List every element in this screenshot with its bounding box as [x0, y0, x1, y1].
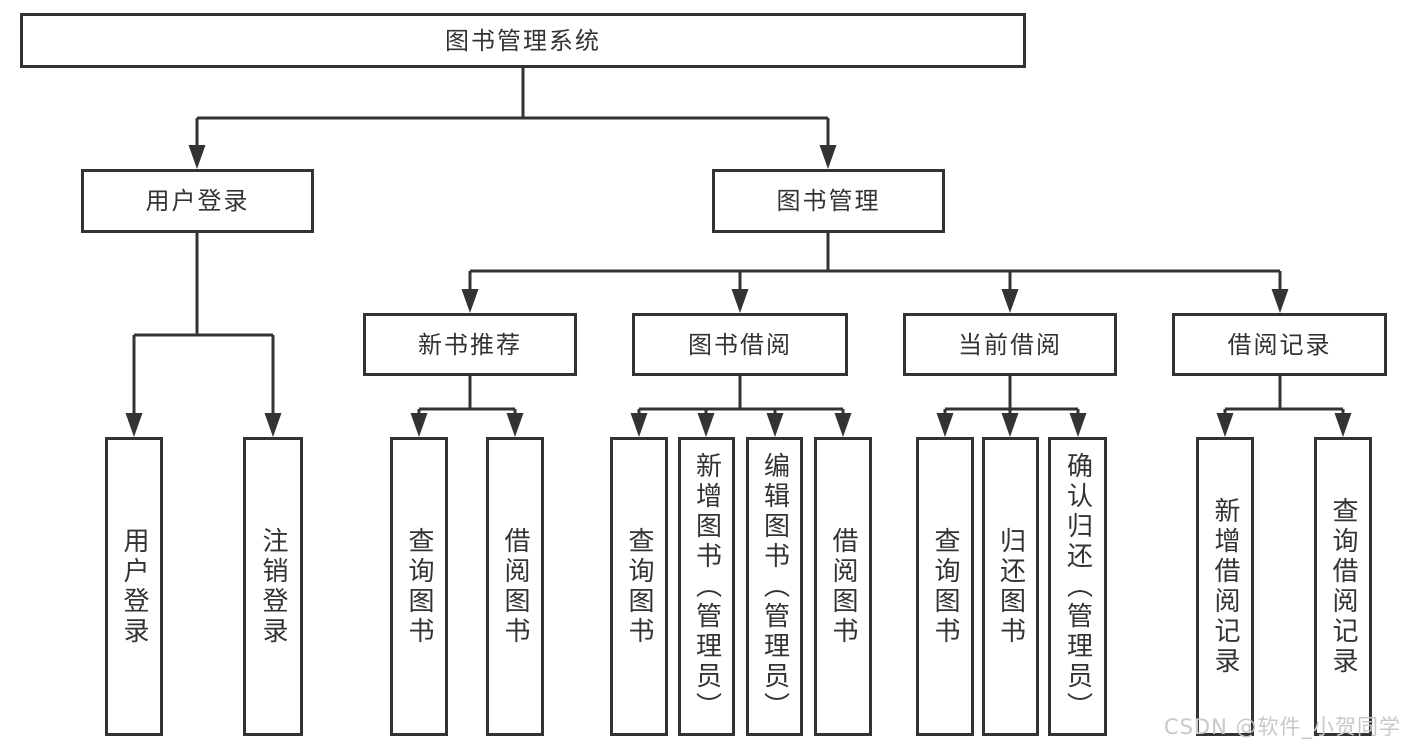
leaf-record-add-borrow-record: 新增借阅记录: [1196, 437, 1254, 736]
leaf-borrow-edit-books-admin: 编辑图书（管理员）: [746, 437, 803, 736]
node-book-borrow: 图书借阅: [632, 313, 848, 376]
leaf-borrow-add-books-admin: 新增图书（管理员）: [678, 437, 735, 736]
leaf-borrow-borrow-books: 借阅图书: [814, 437, 872, 736]
leaf-borrow-query-books: 查询图书: [610, 437, 668, 736]
watermark: CSDN @软件_小贺同学: [1163, 715, 1401, 739]
leaf-newbook-query-books: 查询图书: [390, 437, 448, 736]
leaf-record-query-borrow-record: 查询借阅记录: [1314, 437, 1372, 736]
node-user-login: 用户登录: [81, 169, 314, 233]
leaf-current-confirm-return-admin: 确认归还（管理员）: [1048, 437, 1107, 736]
node-current-borrow: 当前借阅: [903, 313, 1117, 376]
leaf-current-query-books: 查询图书: [916, 437, 974, 736]
node-book-management: 图书管理: [712, 169, 945, 233]
leaf-user-login: 用户登录: [105, 437, 163, 736]
leaf-newbook-borrow-books: 借阅图书: [486, 437, 544, 736]
leaf-logout: 注销登录: [243, 437, 303, 736]
leaf-current-return-books: 归还图书: [982, 437, 1039, 736]
node-new-book-recommend: 新书推荐: [363, 313, 577, 376]
node-root-system: 图书管理系统: [20, 13, 1026, 68]
node-borrow-record: 借阅记录: [1172, 313, 1387, 376]
